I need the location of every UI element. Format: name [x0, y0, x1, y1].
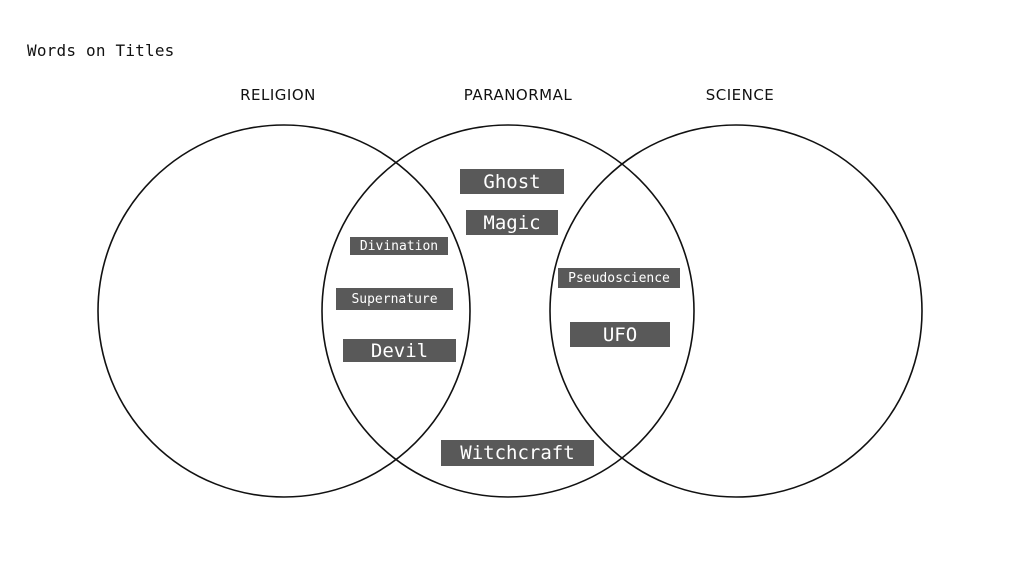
word-label: Devil [370, 339, 429, 362]
word-label: UFO [602, 323, 638, 346]
word-label: Magic [483, 211, 541, 234]
word-label: Witchcraft [460, 442, 575, 464]
set-label-science: SCIENCE [705, 86, 775, 104]
word-label: Ghost [483, 170, 541, 193]
word-tag-pseudoscience: Pseudoscience [558, 268, 680, 288]
circle-science [549, 124, 923, 498]
word-label: Divination [359, 238, 439, 254]
word-tag-devil: Devil [343, 339, 456, 362]
word-tag-ghost: Ghost [460, 169, 564, 194]
word-tag-witchcraft: Witchcraft [441, 440, 594, 466]
set-label-religion: RELIGION [240, 86, 316, 104]
circle-religion [97, 124, 471, 498]
word-tag-ufo: UFO [570, 322, 670, 347]
circle-paranormal [321, 124, 695, 498]
word-tag-divination: Divination [350, 237, 448, 255]
set-label-paranormal: PARANORMAL [463, 86, 573, 104]
word-label: Pseudoscience [568, 270, 670, 286]
word-tag-supernature: Supernature [336, 288, 453, 310]
page-title: Words on Titles [27, 41, 175, 60]
word-tag-magic: Magic [466, 210, 558, 235]
word-label: Supernature [351, 291, 438, 307]
